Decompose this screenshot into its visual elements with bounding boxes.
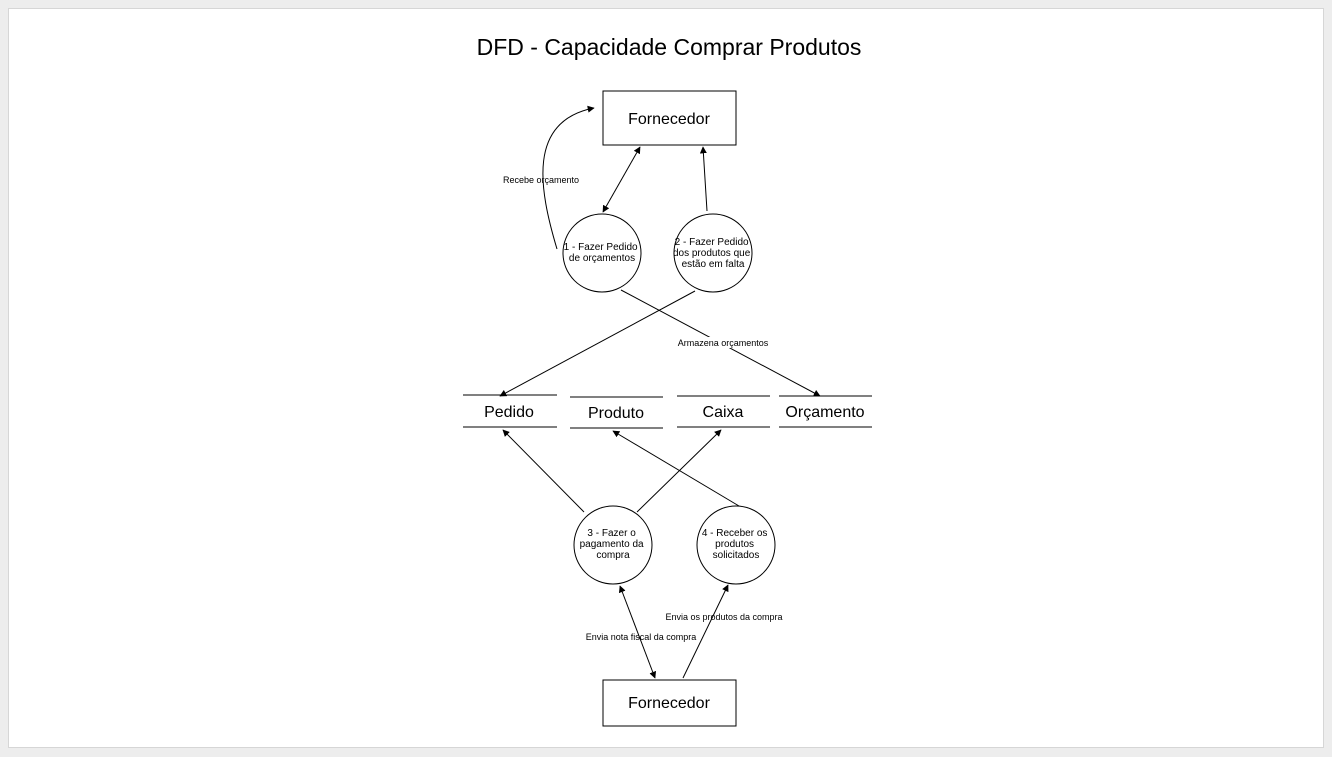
- entity-fornecedor-bottom-label: Fornecedor: [628, 695, 710, 712]
- flow-envia-produtos: [682, 584, 729, 679]
- flow-pedido-orcamentos: [602, 146, 641, 213]
- process-3-label: 3 - Fazer o pagamento da compra: [580, 528, 647, 561]
- process-4-circle: [696, 505, 776, 585]
- flow-envia-nota-label: Envia nota fiscal da compra: [586, 632, 697, 642]
- store-produto-label: Produto: [588, 405, 644, 422]
- flow-recebe-orcamento-label: Recebe orçamento: [503, 175, 579, 185]
- flow-envia-produtos-label: Envia os produtos da compra: [665, 612, 782, 622]
- dfd-diagram: DFD - Capacidade Comprar Produtos Fornec…: [463, 34, 872, 727]
- flow-recebe-orcamento: [542, 105, 595, 250]
- diagram-title: DFD - Capacidade Comprar Produtos: [477, 34, 862, 60]
- store-orcamento-label: Orçamento: [785, 404, 864, 421]
- process-4-label: 4 - Receber os produtos solicitados: [702, 528, 770, 561]
- entity-fornecedor-bottom: [602, 679, 737, 727]
- flow-armazena-orcamentos-label: Armazena orçamentos: [678, 338, 769, 348]
- process-2-circle: [673, 213, 753, 293]
- store-pedido-label: Pedido: [484, 404, 534, 421]
- flow-pedido-produtos: [699, 146, 708, 212]
- flow-process4-to-produto: [612, 430, 740, 507]
- process-2-label: 2 - Fazer Pedido dos produtos que estão …: [673, 237, 753, 270]
- store-caixa-label: Caixa: [703, 404, 744, 421]
- diagram-canvas: DFD - Capacidade Comprar Produtos Fornec…: [8, 8, 1324, 748]
- flow-process3-to-caixa: [636, 429, 722, 513]
- entity-fornecedor-top: [602, 90, 737, 146]
- flow-label-bg: [677, 337, 769, 348]
- process-3-circle: [573, 505, 653, 585]
- flow-envia-nota: [618, 585, 657, 679]
- flow-process3-to-pedido: [502, 429, 585, 513]
- flow-process2-to-pedido: [499, 290, 696, 397]
- process-1-label: 1 - Fazer Pedido de orçamentos: [564, 242, 641, 264]
- process-1-circle: [562, 213, 642, 293]
- entity-fornecedor-top-label: Fornecedor: [628, 111, 710, 128]
